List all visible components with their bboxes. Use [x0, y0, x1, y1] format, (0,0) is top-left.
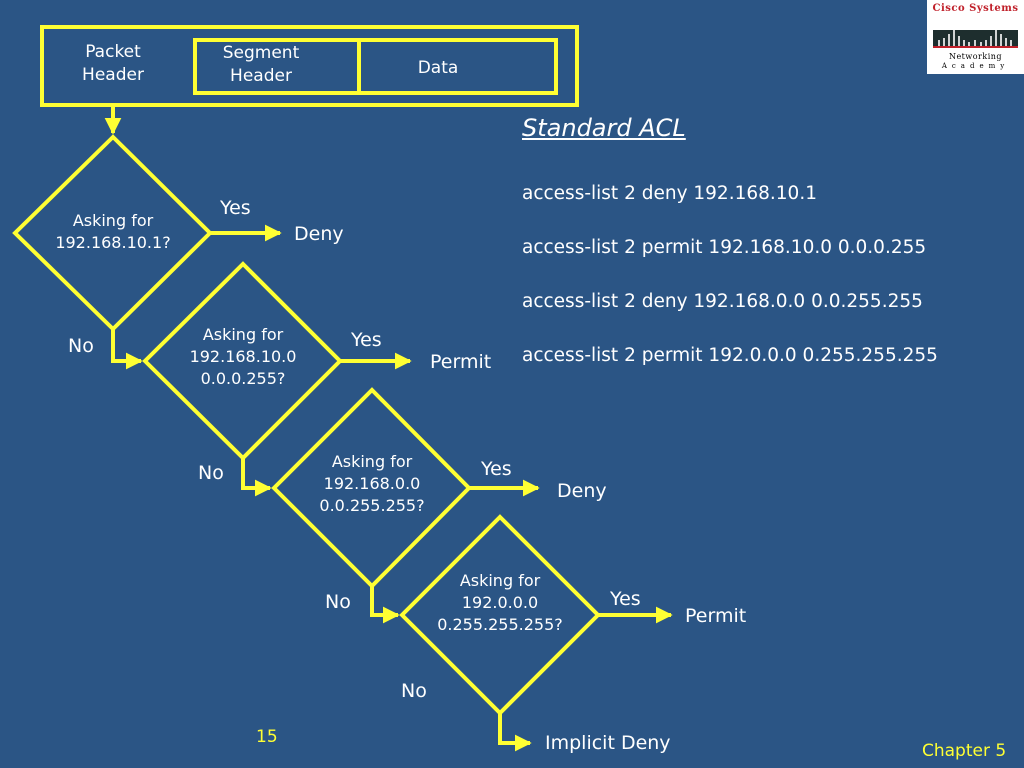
logo-academy-text: Academy	[941, 62, 1010, 70]
logo-brand-text: Cisco Systems	[932, 3, 1019, 14]
decision-4-question-line-1: Asking for	[459, 571, 541, 590]
acl-line-1: access-list 2 deny 192.168.10.1	[522, 183, 817, 204]
decision-1-question-line-2: 192.168.10.1?	[55, 233, 171, 252]
data-label: Data	[417, 58, 459, 78]
no-arrow-4	[498, 713, 532, 752]
decision-3-question-line-1: Asking for	[331, 452, 413, 471]
acl-line-4: access-list 2 permit 192.0.0.0 0.255.255…	[522, 345, 938, 366]
segment-header-line-1: Segment	[222, 43, 300, 63]
decision-3-yes-label: Yes	[481, 458, 512, 480]
decision-4-question-line-2: 192.0.0.0	[461, 593, 539, 612]
decision-1-outcome: Deny	[294, 223, 344, 245]
decision-2-no-label: No	[198, 462, 224, 484]
decision-1-question: Asking for 192.168.10.1?	[38, 210, 188, 254]
logo-networking-text: Networking	[948, 52, 1003, 61]
logo-bridge-icon	[933, 30, 1018, 48]
segment-header-label: Segment Header	[210, 42, 312, 88]
segment-header-line-2: Header	[230, 66, 292, 86]
no-arrow-2	[241, 458, 272, 497]
decision-4-no-label: No	[401, 680, 427, 702]
decision-3-question-line-2: 192.168.0.0	[323, 474, 421, 493]
decision-1-yes-label: Yes	[220, 197, 251, 219]
no-arrow-1	[111, 329, 143, 370]
decision-3-question-line-3: 0.0.255.255?	[319, 496, 425, 515]
decision-2-question-line-2: 192.168.10.0	[189, 347, 297, 366]
segment-box	[193, 38, 558, 95]
decision-4-yes-label: Yes	[610, 588, 641, 610]
decision-4-question-line-3: 0.255.255.255?	[437, 615, 563, 634]
packet-header-line-1: Packet	[85, 42, 141, 62]
page-number: 15	[256, 727, 278, 747]
decision-2-yes-label: Yes	[351, 329, 382, 351]
decision-2-question-line-1: Asking for	[202, 325, 284, 344]
decision-2-question-line-3: 0.0.0.255?	[200, 369, 286, 388]
decision-3-question: Asking for 192.168.0.0 0.0.255.255?	[297, 451, 447, 517]
decision-3-outcome: Deny	[557, 480, 607, 502]
packet-outer-box	[40, 25, 579, 107]
decision-4-outcome: Permit	[685, 605, 747, 627]
decision-1-no-label: No	[68, 335, 94, 357]
acl-line-3: access-list 2 deny 192.168.0.0 0.0.255.2…	[522, 291, 923, 312]
packet-header-line-2: Header	[82, 65, 144, 85]
decision-2-question: Asking for 192.168.10.0 0.0.0.255?	[168, 324, 318, 390]
final-outcome: Implicit Deny	[545, 732, 671, 754]
acl-line-2: access-list 2 permit 192.168.10.0 0.0.0.…	[522, 237, 927, 258]
decision-4-question: Asking for 192.0.0.0 0.255.255.255?	[425, 570, 575, 636]
chapter-label: Chapter 5	[922, 741, 1007, 761]
cisco-networking-academy-logo: Cisco Systems Networkin	[927, 0, 1024, 74]
decision-3-no-label: No	[325, 591, 351, 613]
acl-title: Standard ACL	[522, 114, 686, 142]
decision-2-outcome: Permit	[430, 351, 492, 373]
packet-header-label: Packet Header	[72, 41, 154, 87]
decision-1-question-line-1: Asking for	[72, 211, 154, 230]
no-arrow-3	[370, 586, 400, 624]
